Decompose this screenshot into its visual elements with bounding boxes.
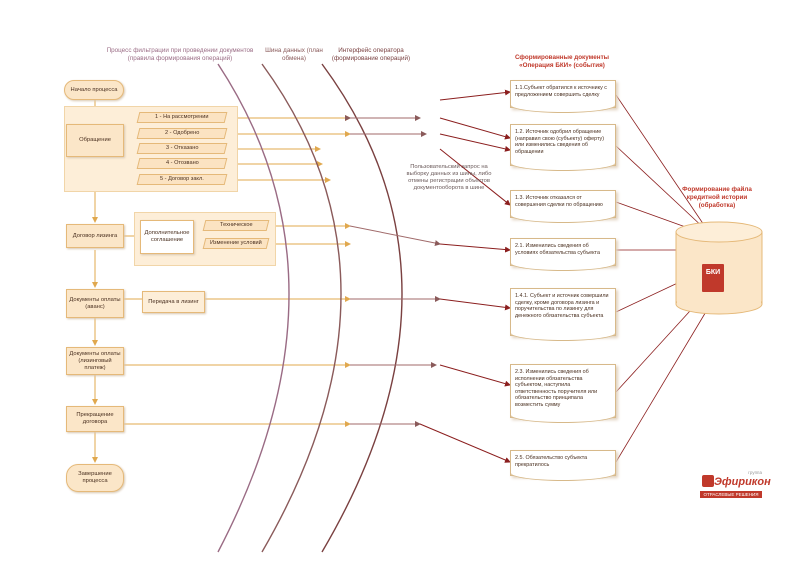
flow-termination: Прекращение договора — [66, 406, 124, 432]
flow-lease-contract: Договор лизинга — [66, 224, 124, 248]
bki-document: 1.1.Субъект обратился к источнику с пред… — [510, 80, 616, 113]
logo-tagline: ОТРАСЛЕВЫЕ РЕШЕНИЯ — [700, 491, 762, 498]
bki-document: 2.5. Обязательство субъекта прекратилось — [510, 450, 616, 481]
header-operator-interface: Интерфейс оператора (формирование операц… — [331, 47, 411, 62]
flow-payment-lease: Документы оплаты (лизинговый платеж) — [66, 347, 124, 375]
header-data-bus: Шина данных (план обмена) — [265, 47, 323, 62]
logo-mark-icon — [702, 475, 714, 487]
flow-payment-advance: Документы оплаты (аванс) — [66, 289, 124, 318]
bki-label: БКИ — [705, 268, 721, 276]
status-item: 2 - Одобрено — [136, 128, 228, 139]
bki-document: 1.2. Источник одобрил обращение (направи… — [510, 124, 616, 171]
bki-document: 1.4.1. Субъект и источник совершили сдел… — [510, 288, 616, 341]
status-item: 1 - На рассмотрении — [136, 112, 228, 123]
flow-start: Начало процесса — [64, 80, 124, 100]
conditions-change: Изменение условий — [202, 238, 270, 249]
technical-change: Техническое — [202, 220, 270, 231]
bki-document: 2.1. Изменились сведения об условиях обя… — [510, 238, 616, 271]
transfer-to-lease: Передача в лизинг — [142, 291, 205, 313]
bki-document: 2.3. Изменились сведения об исполнении о… — [510, 364, 616, 423]
status-item: 4 - Отозвано — [136, 158, 228, 169]
header-bki-file: Формирование файла кредитной истории (об… — [682, 186, 752, 209]
bki-database — [675, 221, 763, 315]
bki-document: 1.3. Источник отказался от совершения сд… — [510, 190, 616, 223]
flow-request: Обращение — [66, 124, 124, 157]
logo-name: Эфирикон — [714, 476, 771, 488]
header-generated-documents: Сформированные документы «Операция БКИ» … — [514, 54, 610, 69]
status-item: 5 - Договор закл. — [136, 174, 228, 185]
logo-group: группа — [748, 470, 762, 475]
status-item: 3 - Отказано — [136, 143, 228, 154]
company-logo: группа Эфирикон ОТРАСЛЕВЫЕ РЕШЕНИЯ — [700, 470, 771, 500]
flow-end: Завершение процесса — [66, 464, 124, 492]
additional-agreement: Дополнительное соглашение — [140, 220, 194, 254]
user-query-note: Пользовательский запрос на выборку данны… — [406, 164, 492, 191]
header-filter-process: Процесс фильтрации при проведении докуме… — [106, 47, 254, 62]
